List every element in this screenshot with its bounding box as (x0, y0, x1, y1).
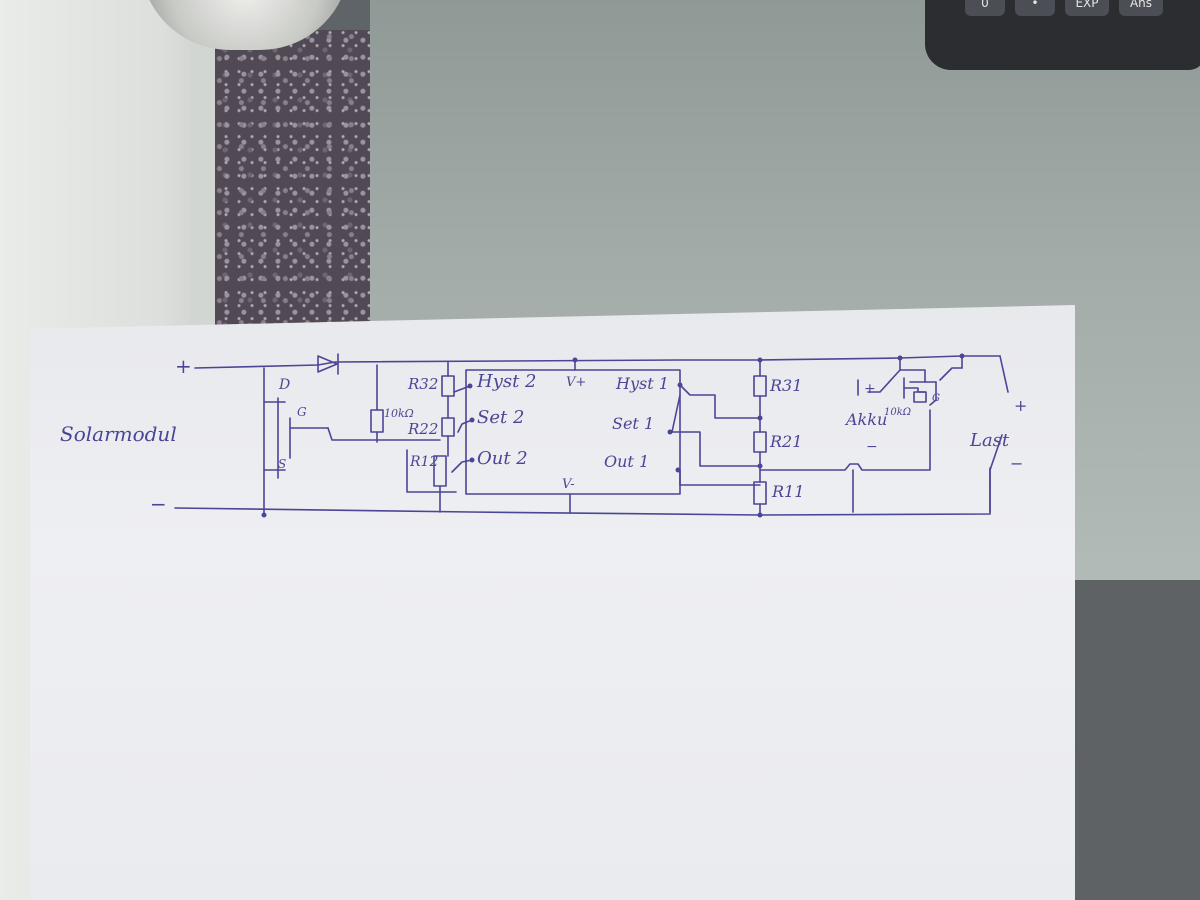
battery-label: Akku (846, 410, 888, 429)
calculator-key: • (1015, 0, 1055, 16)
mosfet-left-symbol (263, 367, 441, 516)
load-plus-label: + (1014, 396, 1028, 415)
mosfet-drain-label: D (279, 377, 291, 393)
resistor-r21-label: R21 (770, 432, 803, 451)
ic-vplus-label: V+ (566, 375, 587, 390)
ic-vminus-label: V- (562, 477, 575, 492)
gate-resistor-left-label: 10kΩ (384, 407, 414, 420)
ic-pin-set1-label: Set 1 (612, 414, 655, 433)
junction-dot (757, 415, 763, 421)
wire-negative-rail (174, 434, 1003, 516)
resistor-chain-right (753, 359, 767, 516)
junction-dot (677, 382, 683, 388)
junction-dot (757, 357, 763, 363)
resistor-r32-label: R32 (408, 375, 439, 393)
junction-dot (572, 357, 578, 363)
calculator: 0 • EXP Ans (925, 0, 1200, 70)
ic-pin-out2-label: Out 2 (477, 448, 528, 469)
ic-pin-set2-label: Set 2 (477, 407, 525, 428)
resistor-chain-left (406, 361, 473, 513)
resistor-r31-label: R31 (770, 376, 803, 395)
junction-dot (469, 417, 475, 423)
battery-wiring (759, 357, 931, 513)
mosfet-right-gate-label: G (932, 393, 940, 404)
ic-pin-out1-label: Out 1 (604, 452, 650, 471)
junction-dot (261, 512, 267, 518)
resistor-gate-left (370, 364, 384, 443)
ic-pin-hyst1-label: Hyst 1 (616, 374, 669, 393)
junction-dot (757, 512, 763, 518)
calculator-key: Ans (1119, 0, 1163, 16)
solar-minus-label: − (150, 492, 167, 516)
ic-pin-hyst2-label: Hyst 2 (477, 371, 537, 392)
diode-symbol (317, 353, 339, 375)
paper-sheet (30, 305, 1075, 900)
background-granite-surface (215, 30, 380, 330)
junction-dot (757, 463, 763, 469)
battery-minus-label: − (866, 439, 878, 455)
calculator-key: 0 (965, 0, 1005, 16)
load-minus-label: − (1010, 454, 1024, 473)
resistor-r12-label: R12 (410, 454, 439, 470)
gate-resistor-right-label: 10kΩ (884, 407, 912, 418)
junction-dot (467, 383, 473, 389)
resistor-r22-label: R22 (408, 420, 439, 438)
solar-plus-label: + (175, 354, 192, 378)
mosfet-source-label: S (278, 457, 287, 471)
wires-ic-right (669, 384, 761, 486)
wire-positive-rail (194, 355, 963, 369)
solar-module-label: Solarmodul (60, 422, 177, 446)
junction-dot (469, 457, 475, 463)
junction-dot (667, 429, 673, 435)
mosfet-gate-label: G (297, 405, 307, 419)
mosfet-right-symbol (899, 355, 1009, 406)
junction-dot (959, 353, 965, 359)
junction-dot (675, 467, 681, 473)
calculator-key: EXP (1065, 0, 1109, 16)
battery-plus-label: + (864, 381, 876, 397)
load-label: Last (970, 430, 1010, 451)
resistor-r11-label: R11 (772, 482, 805, 501)
junction-dot (897, 355, 903, 361)
